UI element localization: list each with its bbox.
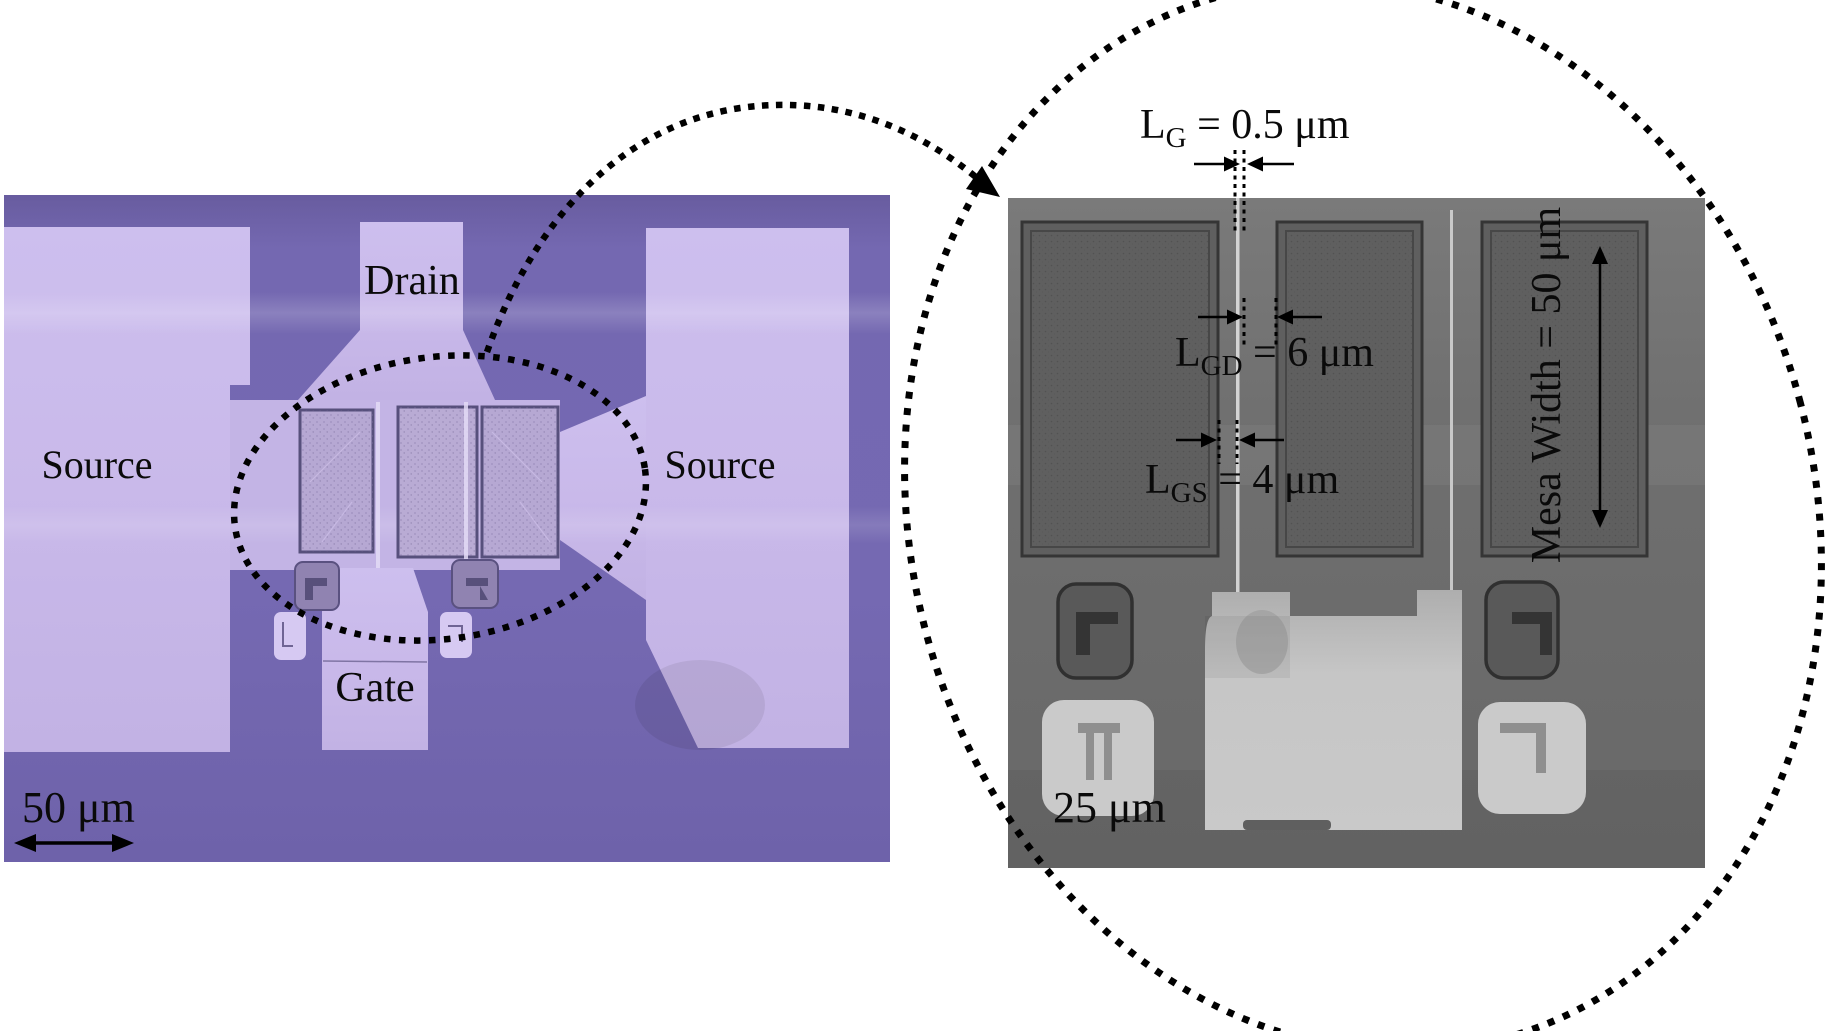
- sem-gate-pad-smudge: [1236, 610, 1288, 674]
- sem-gate-pad-shade: [1205, 616, 1290, 678]
- sem-alignment-marks: [1042, 580, 1586, 816]
- gate-length-symbol: L: [1140, 102, 1166, 148]
- gate-source-annotation: LGS = 4 μm: [1145, 420, 1339, 509]
- sem-mark-bright-right: [1478, 702, 1586, 814]
- left-image-alignment-marks: [274, 559, 499, 660]
- alignment-mark-dark-right-glyph: [466, 578, 488, 600]
- contact-crack-lines-left: [309, 431, 361, 543]
- source-pad-right: [646, 228, 849, 748]
- gate-length-arrowhead-left: [1224, 156, 1240, 172]
- gate-length-annotation: LG = 0.5 μm: [1140, 102, 1350, 232]
- sem-mark-bright-left-glyph: [1078, 723, 1120, 780]
- right-micrograph: 25 μm: [1008, 198, 1705, 868]
- mesa-width-arrowhead-top: [1592, 246, 1608, 264]
- sem-mark-bright-right-glyph: [1500, 723, 1546, 773]
- gate-finger-right-optical: [464, 402, 468, 568]
- gate-drain-arrowhead-right: [1277, 309, 1293, 325]
- sem-source-contact-right-inner: [1490, 230, 1639, 548]
- gate-drain-subscript: GD: [1201, 350, 1243, 382]
- source-contact-right-texture: [482, 407, 558, 557]
- drain-label: Drain: [364, 258, 460, 304]
- drain-contact-texture: [398, 407, 477, 557]
- gate-drain-label: LGD = 6 μm: [1175, 330, 1374, 382]
- device-contacts: [298, 402, 560, 568]
- alignment-mark-bright-left: [274, 612, 306, 660]
- gate-label: Gate: [335, 665, 414, 711]
- source-right-label: Source: [664, 442, 775, 487]
- zoom-arrowhead: [966, 166, 1000, 197]
- sem-mark-dark-right-glyph: [1512, 612, 1552, 655]
- gate-drain-arrowhead-left: [1227, 309, 1243, 325]
- scale-label-25um: 25 μm: [1053, 783, 1166, 832]
- gate-length-value: = 0.5 μm: [1187, 102, 1350, 148]
- alignment-mark-bright-left-glyph: [282, 622, 293, 647]
- gate-drain-symbol: L: [1175, 330, 1201, 376]
- alignment-mark-bright-right: [440, 612, 472, 658]
- sem-gate-finger-right: [1450, 210, 1453, 592]
- gate-length-arrowhead-right: [1247, 156, 1263, 172]
- scale-label-50um: 50 μm: [22, 783, 135, 832]
- vignette-smudge: [635, 660, 765, 750]
- gate-length-label: LG = 0.5 μm: [1140, 102, 1350, 154]
- gate-pad-left-image: [322, 568, 428, 750]
- sem-drain-contact-inner: [1285, 230, 1414, 548]
- gate-drain-annotation: LGD = 6 μm: [1175, 298, 1374, 382]
- sem-contacts: [1020, 220, 1649, 558]
- source-left-label: Source: [41, 442, 152, 487]
- mesa-width-arrowhead-bottom: [1592, 510, 1608, 528]
- sem-gate-pad: [1205, 590, 1462, 830]
- source-pad-left: [4, 227, 250, 752]
- sem-gate-pad-notch: [1243, 820, 1331, 830]
- sem-gate-finger-left: [1236, 198, 1240, 594]
- sem-source-contact-left-inner: [1030, 230, 1210, 548]
- scale-bar-arrowhead-right: [112, 834, 134, 852]
- magnified-region-ellipse: [901, 0, 1825, 1031]
- gate-source-value: = 4 μm: [1208, 457, 1340, 503]
- gate-finger-left-optical: [376, 402, 380, 568]
- contact-crack-lines-right: [491, 431, 551, 543]
- mesa-width-label: Mesa Width = 50 μm: [1524, 206, 1570, 563]
- gate-source-arrowhead-right: [1239, 432, 1255, 448]
- source-right-funnel: [560, 396, 646, 600]
- alignment-mark-dark-left-glyph: [305, 578, 327, 600]
- zoom-arrow: [483, 101, 1000, 354]
- zoom-arrow-curve: [483, 101, 980, 354]
- mesa-width-annotation: Mesa Width = 50 μm: [1524, 206, 1608, 563]
- sem-mark-dark-left-glyph: [1076, 612, 1118, 655]
- light-band-upper: [4, 292, 890, 334]
- sem-mark-bright-left: [1042, 700, 1154, 816]
- gate-source-subscript: GS: [1171, 477, 1208, 509]
- scale-bar-arrow-50um: [14, 834, 134, 852]
- source-contact-left-texture: [300, 410, 373, 552]
- gate-source-symbol: L: [1145, 457, 1171, 503]
- gate-pad-crack: [322, 660, 428, 663]
- highlight-ellipse: [230, 352, 650, 644]
- gate-source-arrowhead-left: [1201, 432, 1217, 448]
- gate-drain-value: = 6 μm: [1243, 330, 1375, 376]
- gate-length-subscript: G: [1166, 122, 1187, 154]
- sem-mark-dark-left: [1056, 582, 1134, 680]
- gate-source-label: LGS = 4 μm: [1145, 457, 1339, 509]
- scale-bar-arrowhead-left: [14, 834, 36, 852]
- left-micrograph: Drain Source Source Gate 50 μm: [4, 195, 890, 862]
